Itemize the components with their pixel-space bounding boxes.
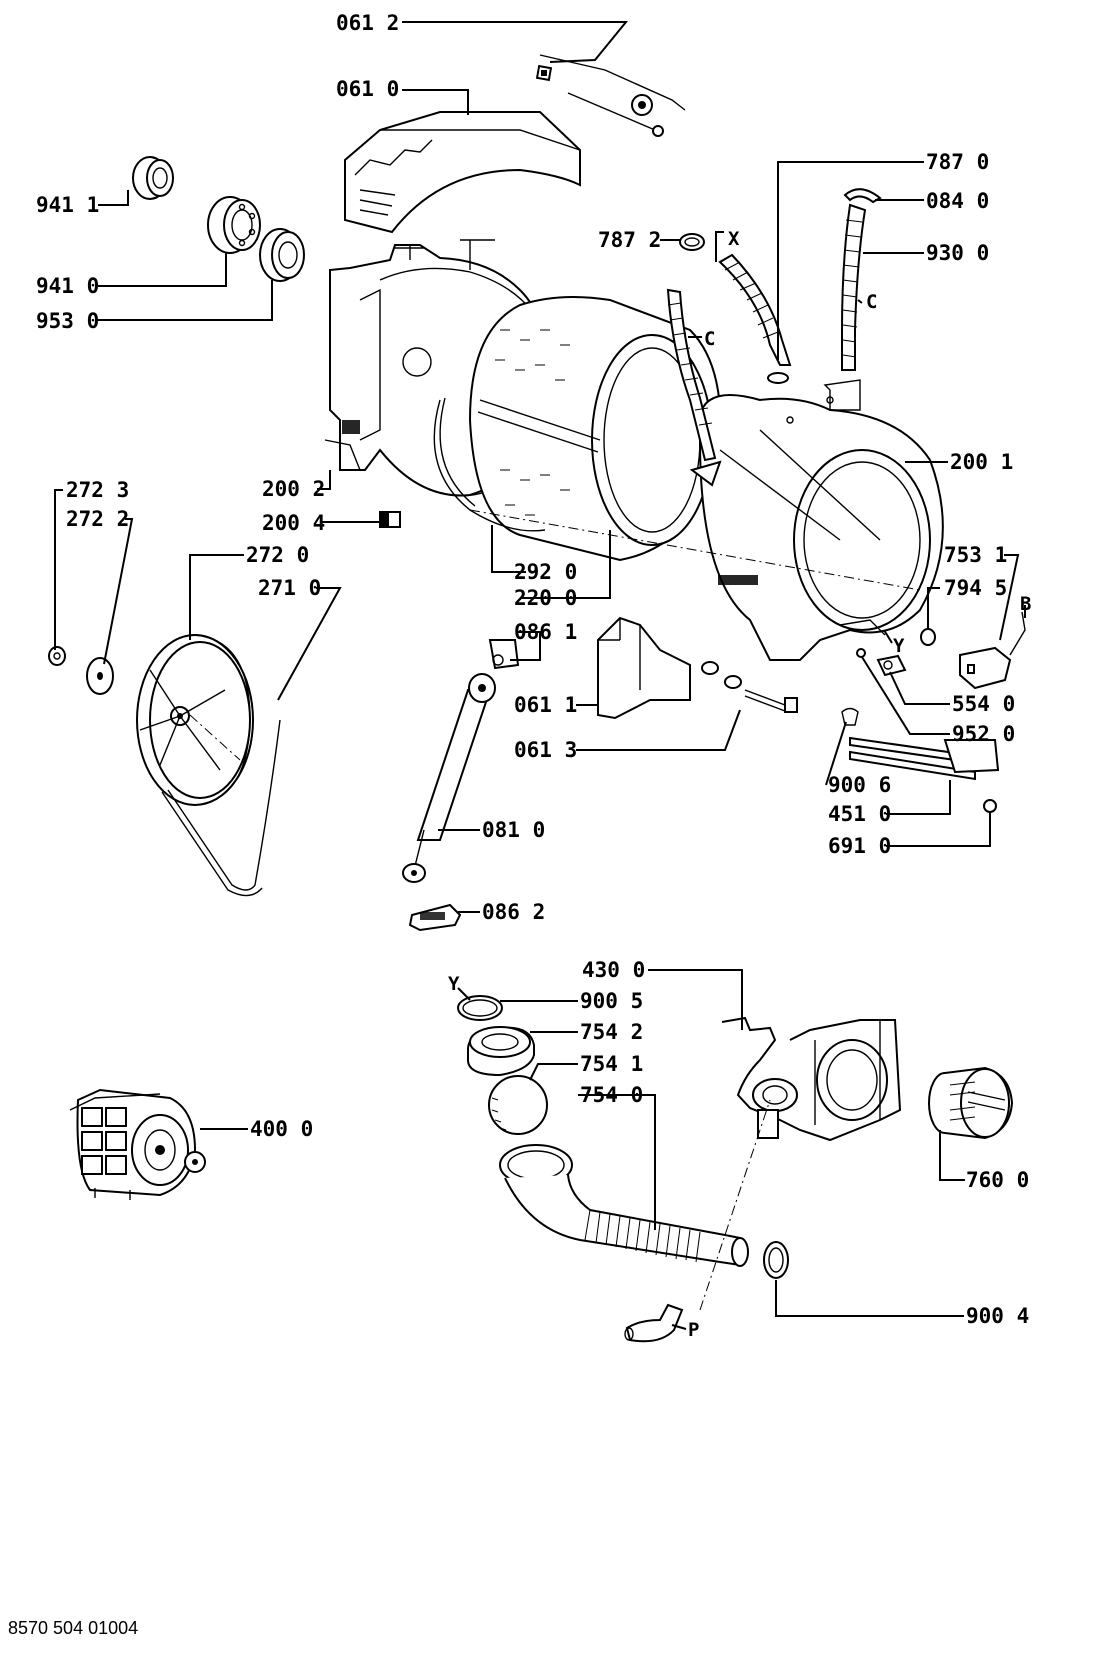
label-061-2: 061 2 <box>336 11 399 35</box>
label-787-2: 787 2 <box>598 228 661 252</box>
label-y-upper: Y <box>893 635 905 657</box>
label-c-upper: C <box>866 291 877 313</box>
hose-icon <box>718 253 792 384</box>
label-900-4: 900 4 <box>966 1304 1029 1328</box>
label-930-0: 930 0 <box>926 241 989 265</box>
bracket-part <box>408 903 462 932</box>
shock-absorber-icon <box>402 639 520 883</box>
label-272-3: 272 3 <box>66 478 129 502</box>
small-parts-right <box>856 611 1026 690</box>
hose-icon <box>499 1144 749 1267</box>
seal-icon <box>259 228 305 282</box>
label-400-0: 400 0 <box>250 1117 313 1141</box>
label-271-0: 271 0 <box>258 576 321 600</box>
label-900-5: 900 5 <box>580 989 643 1013</box>
label-200-1: 200 1 <box>950 450 1013 474</box>
label-b: B <box>1020 593 1031 615</box>
part-labels: 061 2 061 0 941 1 941 0 953 0 787 0 084 … <box>36 11 1031 1341</box>
clamp-icon <box>763 1241 789 1279</box>
clamp-icon <box>679 188 882 251</box>
label-086-2: 086 2 <box>482 900 545 924</box>
bearing-icon <box>132 156 174 200</box>
seal-icon <box>467 1026 535 1077</box>
label-272-2: 272 2 <box>66 507 129 531</box>
label-x: X <box>728 228 740 250</box>
label-061-1: 061 1 <box>514 693 577 717</box>
bolt-set-part <box>701 661 798 713</box>
belt-icon <box>161 719 281 897</box>
elbow-hose-part <box>624 1303 684 1343</box>
hose-icon <box>841 203 867 371</box>
label-430-0: 430 0 <box>582 958 645 982</box>
label-c-lower: C <box>704 328 715 350</box>
label-220-0: 220 0 <box>514 586 577 610</box>
label-451-0: 451 0 <box>828 802 891 826</box>
label-941-0: 941 0 <box>36 274 99 298</box>
leader-lines <box>54 21 1026 1330</box>
counterweight-top-part <box>344 111 581 234</box>
motor-icon <box>69 1088 206 1200</box>
label-787-0: 787 0 <box>926 150 989 174</box>
label-061-3: 061 3 <box>514 738 577 762</box>
filter-icon <box>928 1066 1014 1140</box>
label-941-1: 941 1 <box>36 193 99 217</box>
pump-icon <box>721 1016 902 1142</box>
label-084-0: 084 0 <box>926 189 989 213</box>
label-754-0: 754 0 <box>580 1083 643 1107</box>
label-753-1: 753 1 <box>944 543 1007 567</box>
clip-part <box>379 511 401 528</box>
label-953-0: 953 0 <box>36 309 99 333</box>
tub-icon <box>697 379 944 661</box>
label-760-0: 760 0 <box>966 1168 1029 1192</box>
label-086-1: 086 1 <box>514 620 577 644</box>
label-900-6: 900 6 <box>828 773 891 797</box>
label-200-4: 200 4 <box>262 511 325 535</box>
label-754-1: 754 1 <box>580 1052 643 1076</box>
bearing-icon <box>207 196 261 254</box>
label-y-lower: Y <box>448 973 460 995</box>
label-754-2: 754 2 <box>580 1020 643 1044</box>
document-number: 8570 504 01004 <box>8 1618 139 1638</box>
heater-icon <box>841 707 1000 813</box>
clamp-icon <box>457 995 503 1021</box>
ring-gasket-part <box>433 397 546 532</box>
washer-part <box>48 646 114 695</box>
label-292-0: 292 0 <box>514 560 577 584</box>
label-081-0: 081 0 <box>482 818 545 842</box>
label-952-0: 952 0 <box>952 722 1015 746</box>
rod-bolt-part <box>535 54 686 137</box>
label-554-0: 554 0 <box>952 692 1015 716</box>
label-p: P <box>688 1319 699 1341</box>
ball-valve-icon <box>488 1075 548 1135</box>
label-691-0: 691 0 <box>828 834 891 858</box>
hose-icon <box>666 288 722 487</box>
label-200-2: 200 2 <box>262 477 325 501</box>
label-272-0: 272 0 <box>246 543 309 567</box>
label-794-5: 794 5 <box>944 576 1007 600</box>
label-061-0: 061 0 <box>336 77 399 101</box>
counterweight-front-part <box>597 616 691 720</box>
